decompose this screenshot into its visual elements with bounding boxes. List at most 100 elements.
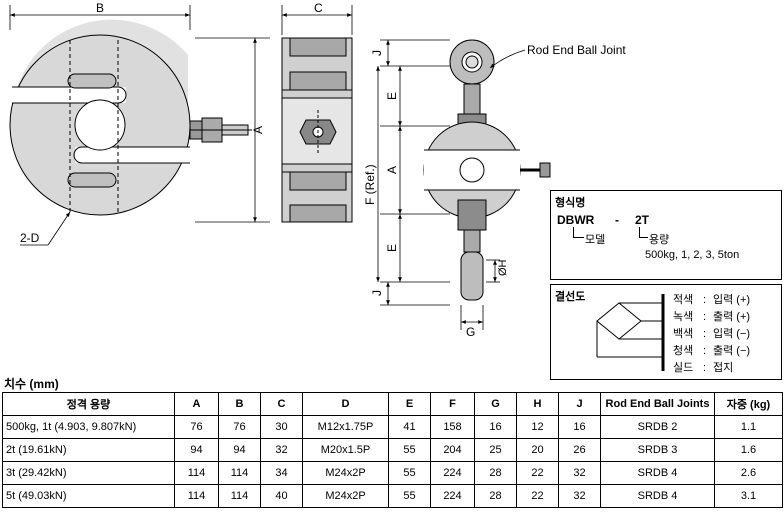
wiring-box: 결선도 적색:입력 (+) 녹색:출력 (+) 백색:입력 (−) 청색:출력 …: [550, 284, 782, 380]
header-rod-end: Rod End Ball Joints: [600, 392, 715, 416]
technical-drawing: B A 2-D C: [8, 1, 626, 339]
table-header-row: 정격 용량 A B C D E F G H J Rod End Ball Joi…: [2, 392, 783, 416]
dimensions-table: 정격 용량 A B C D E F G H J Rod End Ball Joi…: [2, 392, 783, 508]
cell-rod-end: SRDB 4: [600, 484, 715, 508]
wire-color: 녹색: [673, 311, 694, 323]
cell-c: 40: [260, 484, 303, 508]
wire-row: 실드:접지: [673, 359, 733, 375]
dim-assembly: [376, 39, 526, 330]
wire-sep: :: [703, 345, 707, 357]
label-j-top: J: [370, 50, 384, 56]
wire-sep: :: [703, 311, 707, 323]
wire-function: 입력 (−): [713, 328, 751, 340]
label-j-bottom: J: [370, 290, 384, 296]
cell-j: 32: [558, 461, 601, 485]
label-rod-end: Rod End Ball Joint: [527, 43, 626, 57]
cell-j: 16: [558, 415, 601, 439]
header-e: E: [388, 392, 431, 416]
cell-c: 32: [260, 438, 303, 462]
wire-function: 출력 (+): [713, 311, 751, 323]
wire-row: 녹색: 출력 (+): [673, 308, 750, 324]
capacity-leader: [639, 227, 648, 238]
header-d: D: [302, 392, 389, 416]
cell-weight: 3.1: [714, 484, 783, 508]
model-dash: -: [615, 213, 619, 227]
cell-j: 26: [558, 438, 601, 462]
cell-rod-end: SRDB 2: [600, 415, 715, 439]
cell-e: 55: [388, 484, 431, 508]
cell-d: M24x2P: [302, 461, 389, 485]
cell-g: 16: [474, 415, 517, 439]
wire-color: 백색: [673, 328, 694, 340]
dim-b: [9, 5, 191, 30]
assembly-view: [423, 39, 551, 301]
header-capacity: 정격 용량: [2, 392, 175, 416]
dim-2d: [20, 211, 71, 246]
cell-f: 224: [430, 484, 475, 508]
bridge-diagram: [596, 294, 665, 371]
label-e-bottom: E: [385, 244, 399, 252]
model-leader: [573, 227, 584, 238]
capacity-code: 2T: [635, 213, 650, 227]
cell-e: 55: [388, 461, 431, 485]
cell-b: 76: [218, 415, 261, 439]
label-h: ØH: [497, 259, 509, 276]
header-g: G: [474, 392, 517, 416]
wiring-box-title: 결선도: [555, 291, 586, 303]
cell-d: M20x1.5P: [302, 438, 389, 462]
cell-j: 32: [558, 484, 601, 508]
cell-h: 12: [516, 415, 559, 439]
cell-g: 28: [474, 461, 517, 485]
cell-a: 114: [174, 461, 219, 485]
dimensions-title: 치수 (mm): [4, 377, 59, 391]
cell-capacity: 5t (49.03kN): [2, 484, 175, 508]
cell-f: 224: [430, 461, 475, 485]
cell-rod-end: SRDB 4: [600, 461, 715, 485]
label-g: G: [466, 325, 475, 339]
cell-g: 25: [474, 438, 517, 462]
cell-b: 114: [218, 461, 261, 485]
wire-sep: :: [703, 294, 707, 306]
cell-capacity: 2t (19.61kN): [2, 438, 175, 462]
cell-capacity: 3t (29.42kN): [2, 461, 175, 485]
label-e-top: E: [385, 92, 399, 100]
cell-weight: 2.6: [714, 461, 783, 485]
model-label: 모델: [585, 234, 606, 246]
wire-row: 적색:입력 (+): [673, 291, 750, 307]
table-row: 2t (19.61kN) 94 94 32 M20x1.5P 55 204 25…: [2, 438, 783, 462]
model-box: 형식명 DBWR - 2T 모델 용량 500kg, 1, 2, 3, 5ton: [550, 190, 782, 280]
cell-d: M12x1.75P: [302, 415, 389, 439]
wire-row: 청색:출력 (−): [673, 342, 750, 358]
wire-function: 접지: [713, 362, 734, 374]
cell-f: 158: [430, 415, 475, 439]
wire-color: 청색: [673, 345, 694, 357]
wire-function: 입력 (+): [713, 294, 751, 306]
capacity-label: 용량: [649, 234, 670, 246]
cell-capacity: 500kg, 1t (4.903, 9.807kN): [2, 415, 175, 439]
cell-weight: 1.6: [714, 438, 783, 462]
dim-c: [281, 5, 353, 35]
cell-h: 22: [516, 461, 559, 485]
header-h: H: [516, 392, 559, 416]
cell-f: 204: [430, 438, 475, 462]
model-box-title: 형식명: [555, 197, 586, 209]
cell-rod-end: SRDB 3: [600, 438, 715, 462]
cell-c: 34: [260, 461, 303, 485]
cell-a: 76: [174, 415, 219, 439]
header-a: A: [174, 392, 219, 416]
header-j: J: [558, 392, 601, 416]
table-row: 500kg, 1t (4.903, 9.807kN) 76 76 30 M12x…: [2, 415, 783, 439]
front-view: [8, 19, 252, 216]
label-a-assembly: A: [385, 166, 399, 174]
label-2d: 2-D: [20, 231, 40, 245]
cell-b: 94: [218, 438, 261, 462]
cell-h: 20: [516, 438, 559, 462]
wire-color: 실드: [673, 362, 694, 374]
label-f: F (Ref.): [363, 164, 377, 205]
model-code: DBWR: [557, 213, 595, 227]
cell-weight: 1.1: [714, 415, 783, 439]
header-b: B: [218, 392, 261, 416]
cell-b: 114: [218, 484, 261, 508]
header-c: C: [260, 392, 303, 416]
cell-e: 41: [388, 415, 431, 439]
